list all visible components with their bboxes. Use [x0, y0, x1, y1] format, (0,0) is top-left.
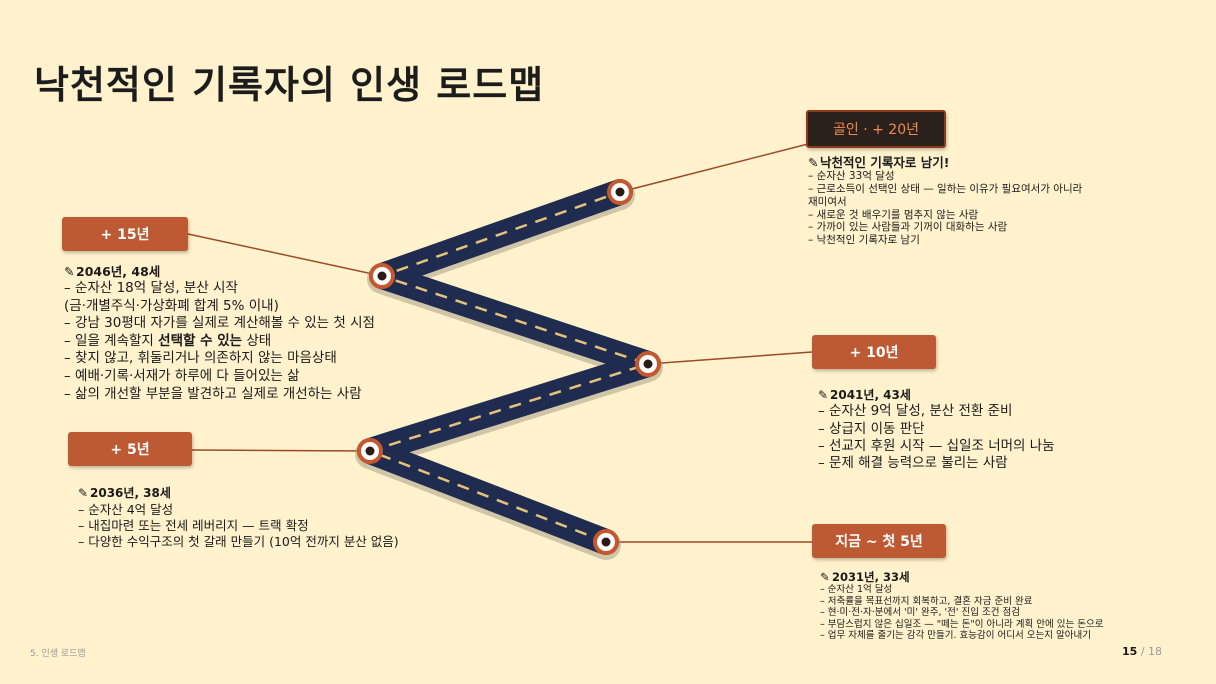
y15-line: – 예배·기록·서재가 하루에 다 들어있는 삶 [64, 367, 300, 384]
y15-line: – 찾지 않고, 휘둘리거나 의존하지 않는 마음상태 [64, 350, 337, 367]
y15-line-emphasis: 선택할 수 있는 [158, 332, 243, 349]
page-separator: / [1140, 645, 1145, 658]
pushpin-icon: ✎ [78, 486, 89, 500]
page-total: 18 [1148, 645, 1163, 658]
connector-10 [647, 351, 813, 365]
y15-heading: ✎2046년, 48세 [64, 264, 375, 280]
goal-details: ✎낙천적인 기록자로 남기! – 순자산 33억 달성 – 근로소득이 선택인 … [808, 155, 1082, 247]
y5-details: ✎2036년, 38세 – 순자산 4억 달성 – 내집마련 또는 전세 레버리… [78, 486, 399, 550]
tag-5-years: + 5년 [68, 432, 192, 466]
y15-line: – 순자산 18억 달성, 분산 시작 [64, 280, 238, 297]
y5-line: – 다양한 수익구조의 첫 갈래 만들기 (10억 전까지 분산 없음) [78, 534, 399, 550]
goal-line: – 새로운 것 배우기를 멈추지 않는 사람 [808, 208, 979, 221]
y15-line-suffix: 상태 [242, 332, 272, 349]
tag-now: 지금 ~ 첫 5년 [812, 524, 946, 558]
now-line: – 부담스럽지 않은 십일조 — "떼는 돈"이 아니라 계획 안에 있는 돈으… [820, 618, 1104, 630]
y10-heading: ✎2041년, 43세 [818, 388, 1055, 403]
now-line: – 업무 자체를 줄기는 감각 만들기. 효능감이 어디서 오는지 알아내기 [820, 630, 1091, 642]
y10-line: – 상급지 이동 판단 [818, 420, 925, 437]
pushpin-icon: ✎ [64, 264, 75, 279]
pushpin-icon: ✎ [818, 388, 829, 402]
road-asphalt [357, 179, 661, 555]
now-heading: ✎2031년, 33세 [820, 570, 1103, 584]
y10-details: ✎2041년, 43세 – 순자산 9억 달성, 분산 전환 준비 – 상급지 … [818, 388, 1055, 472]
y15-details: ✎2046년, 48세 – 순자산 18억 달성, 분산 시작 (금·개별주식·… [64, 264, 375, 403]
y15-heading-text: 2046년, 48세 [76, 264, 161, 279]
pushpin-icon: ✎ [808, 155, 819, 170]
tag-10-years: + 10년 [812, 335, 936, 369]
now-line: – 현·미·전·자·분에서 '미' 완주, '전' 진입 조건 점검 [820, 607, 1021, 619]
y15-line: – 삶의 개선할 부분을 발견하고 실제로 개선하는 사람 [64, 385, 362, 402]
y15-line: – 일을 계속할지 선택할 수 있는 상태 [64, 333, 375, 351]
footer-section-label: 5. 인생 로드맵 [30, 649, 86, 659]
milestone-now-marker [593, 529, 619, 555]
now-details: ✎2031년, 33세 – 순자산 1억 달성 – 저축률을 목표선까지 회복하… [820, 570, 1103, 642]
page-title: 낙천적인 기록자의 인생 로드맵 [34, 63, 545, 107]
milestone-goal-marker [607, 179, 633, 205]
y10-line: – 선교지 후원 시작 — 십일조 너머의 나눔 [818, 437, 1055, 454]
milestone-5-marker [357, 438, 383, 464]
goal-line: 재미여서 [808, 195, 847, 208]
connector-lines [187, 143, 813, 543]
milestone-15-marker [369, 263, 395, 289]
y5-heading-text: 2036년, 38세 [90, 486, 171, 500]
connector-5 [191, 449, 371, 452]
y15-line-prefix: – 일을 계속할지 [64, 332, 159, 349]
milestone-10-marker [635, 351, 661, 377]
tag-goal: 골인 · + 20년 [806, 110, 946, 148]
goal-line: – 가까이 있는 사람들과 기꺼이 대화하는 사람 [808, 221, 1008, 234]
y5-heading: ✎2036년, 38세 [78, 486, 399, 502]
y10-line: – 순자산 9억 달성, 분산 전환 준비 [818, 403, 1013, 420]
milestone-markers [357, 179, 661, 555]
goal-line: – 낙천적인 기록자로 남기 [808, 234, 920, 247]
now-line: – 저축률을 목표선까지 회복하고, 결혼 자금 준비 완료 [820, 595, 1033, 607]
tag-15-years: + 15년 [62, 217, 188, 251]
now-line: – 순자산 1억 달성 [820, 584, 893, 596]
goal-heading-text: 낙천적인 기록자로 남기! [820, 155, 950, 170]
goal-line: – 순자산 33억 달성 [808, 170, 895, 183]
pushpin-icon: ✎ [820, 570, 830, 584]
y5-line: – 내집마련 또는 전세 레버리지 — 트랙 확정 [78, 517, 309, 533]
goal-heading: ✎낙천적인 기록자로 남기! [808, 155, 1082, 170]
connector-goal [619, 143, 809, 193]
y15-line: – 강남 30평대 자가를 실제로 계산해볼 수 있는 첫 시점 [64, 315, 375, 332]
goal-line: – 근로소득이 선택인 상태 — 일하는 이유가 필요여서가 아니라 [808, 183, 1083, 196]
page-current: 15 [1122, 645, 1138, 658]
y10-heading-text: 2041년, 43세 [830, 388, 911, 402]
y15-line: (금·개별주식·가상화폐 합계 5% 이내) [64, 297, 279, 314]
now-heading-text: 2031년, 33세 [832, 570, 910, 584]
y5-line: – 순자산 4억 달성 [78, 501, 174, 517]
road-center-dashes [368, 190, 650, 544]
connector-15 [187, 233, 383, 277]
page-indicator: 15 / 18 [1122, 645, 1162, 658]
y10-line: – 문제 해결 능력으로 불리는 사람 [818, 455, 1008, 472]
